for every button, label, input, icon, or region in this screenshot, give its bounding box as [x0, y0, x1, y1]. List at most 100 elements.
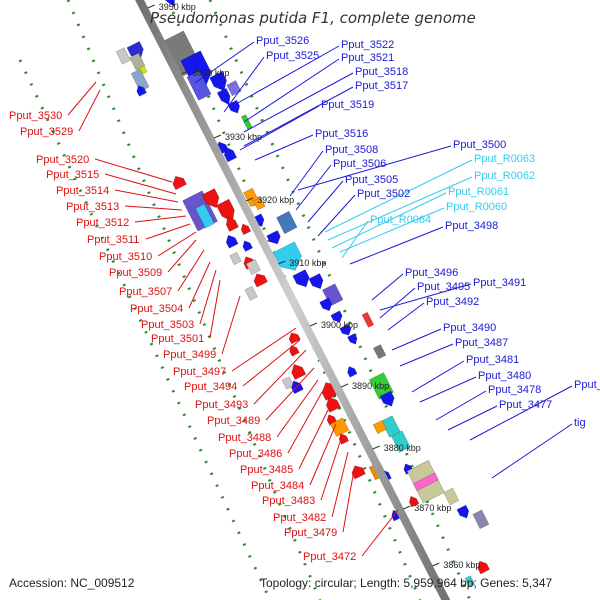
- tick-label: 3910 kbp: [289, 258, 326, 268]
- gene-feature: [195, 203, 215, 229]
- tick-mark: [309, 322, 318, 327]
- topology-text: Topology: circular; Length: 5,959,964 bp…: [260, 576, 553, 590]
- leader-line: [379, 287, 416, 319]
- tick-label: 3860 kbp: [443, 560, 480, 570]
- leader-line: [157, 231, 197, 257]
- gene-label-right: Pput_3492: [426, 296, 479, 308]
- gene-label-right: Pput_3521: [341, 52, 394, 64]
- gene-label-right: Pput_R0062: [474, 170, 535, 182]
- leader-line: [188, 261, 211, 309]
- gene-feature: [252, 196, 266, 211]
- tick-mark: [432, 562, 440, 567]
- leader-line: [419, 376, 477, 403]
- gene-feature: [245, 258, 261, 276]
- leader-line: [361, 509, 399, 557]
- gene-feature: [225, 216, 239, 232]
- gene-feature: [351, 465, 366, 480]
- gene-label-right: Pput_3517: [355, 80, 408, 92]
- gene-label-right: Pput_3526: [256, 35, 309, 47]
- gene-label-left: Pput_3499: [163, 349, 216, 361]
- gene-label-left: Pput_3507: [119, 286, 172, 298]
- gene-label-right: Pput_R0064: [370, 214, 431, 226]
- gene-feature: [347, 366, 358, 378]
- gene-feature: [253, 273, 269, 288]
- gene-label-left: Pput_3501: [151, 333, 204, 345]
- gene-feature: [266, 230, 281, 245]
- gene-label-right: Pput_3518: [355, 66, 408, 78]
- tick-mark: [372, 445, 380, 450]
- leader-line: [265, 367, 315, 421]
- gene-label-right: Pput_3491: [473, 277, 526, 289]
- gene-feature: [240, 114, 253, 130]
- leader-line: [194, 41, 255, 84]
- map-title: Pseudomonas putida F1, complete genome: [150, 9, 476, 27]
- gene-feature: [136, 85, 147, 97]
- gene-label-left: Pput_3530: [9, 110, 62, 122]
- leader-line: [276, 379, 319, 438]
- gene-feature: [477, 560, 491, 575]
- tick-mark: [245, 197, 254, 202]
- gene-label-left: Pput_3503: [141, 319, 194, 331]
- gene-feature: [244, 285, 258, 301]
- gene-label-left: Pput_3484: [251, 480, 304, 492]
- gene-feature: [308, 273, 324, 290]
- gene-label-left: Pput_3489: [207, 415, 260, 427]
- gene-feature: [165, 0, 175, 8]
- leader-line: [231, 327, 297, 372]
- leader-line: [309, 423, 337, 486]
- dotted-track: [66, 0, 322, 600]
- leader-line: [379, 283, 472, 311]
- gene-feature: [325, 396, 341, 413]
- gene-label-left: Pput_3497: [173, 366, 226, 378]
- leader-line: [289, 150, 324, 197]
- leader-line: [94, 158, 173, 183]
- leader-line: [235, 45, 340, 105]
- leader-line: [349, 226, 444, 265]
- gene-label-left: Pput_3512: [76, 217, 129, 229]
- gene-feature: [291, 364, 307, 381]
- gene-feature: [292, 269, 310, 288]
- gene-feature: [408, 495, 420, 508]
- gene-label-right: Pput_3522: [341, 39, 394, 51]
- gene-label-right: Pput_3502: [357, 188, 410, 200]
- gene-label-right: Pput_3498: [445, 220, 498, 232]
- leader-line: [134, 215, 187, 223]
- tick-mark: [147, 4, 155, 9]
- gene-label-left: Pput_3520: [36, 154, 89, 166]
- leader-line: [199, 269, 217, 325]
- leader-line: [339, 207, 445, 253]
- gene-feature: [130, 68, 150, 92]
- gene-label-right: Pput_3508: [325, 144, 378, 156]
- accession-text: Accession: NC_009512: [9, 576, 135, 590]
- tick-mark: [181, 70, 189, 75]
- leader-line: [435, 390, 487, 421]
- leader-line: [298, 409, 329, 470]
- gene-feature: [240, 223, 252, 236]
- gene-label-right: Pput_3480: [478, 370, 531, 382]
- leader-line: [239, 105, 320, 151]
- leader-line: [243, 72, 354, 133]
- gene-feature: [288, 332, 301, 345]
- tick-label: 3880 kbp: [384, 443, 421, 453]
- tick-mark: [403, 505, 411, 510]
- gene-feature: [227, 99, 241, 114]
- leader-line: [320, 435, 343, 501]
- gene-feature: [390, 430, 411, 453]
- tick-label: 3940 kbp: [192, 68, 229, 78]
- gene-feature: [209, 71, 227, 92]
- gene-label-right: Pput_R0061: [448, 186, 509, 198]
- leader-line: [324, 159, 473, 233]
- tick-mark: [340, 383, 349, 388]
- tick-mark: [213, 134, 222, 139]
- tick-mark: [278, 260, 286, 265]
- gene-feature: [289, 345, 300, 357]
- leader-line: [307, 180, 344, 223]
- leader-line: [104, 173, 177, 195]
- leader-line: [295, 164, 332, 211]
- gene-label-right: Pput_3487: [455, 337, 508, 349]
- gene-feature: [172, 175, 187, 191]
- leader-line: [209, 279, 221, 339]
- backbone-line: [135, 0, 451, 600]
- gene-label-left: Pput_3482: [273, 512, 326, 524]
